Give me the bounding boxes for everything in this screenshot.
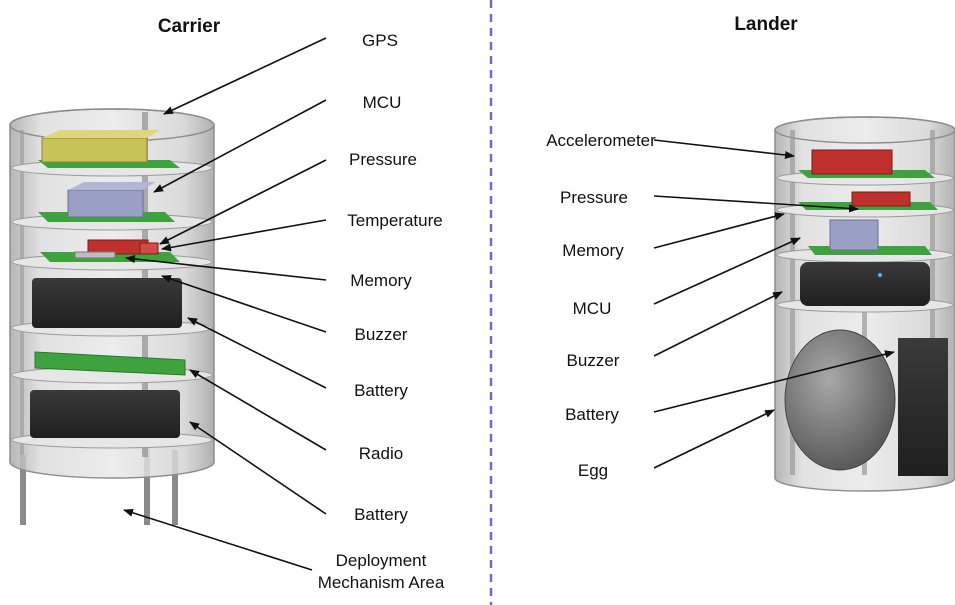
carrier-mcu-module bbox=[67, 189, 144, 218]
arrow-memory bbox=[125, 255, 327, 281]
arrow-radio bbox=[189, 369, 327, 451]
lander-label-pressure: Pressure bbox=[560, 188, 628, 207]
arrow-pressure bbox=[159, 159, 327, 245]
carrier-battery bbox=[32, 278, 182, 328]
carrier-label-mcu: MCU bbox=[363, 93, 402, 112]
lander-battery bbox=[898, 338, 948, 476]
carrier-gps-module-top bbox=[42, 130, 160, 138]
lander-label-memory: Memory bbox=[562, 241, 624, 260]
arrow-buzzer bbox=[161, 275, 327, 333]
arrow-egg bbox=[653, 409, 775, 469]
carrier-label-temperature: Temperature bbox=[347, 211, 442, 230]
lander-accelerometer-sensor bbox=[811, 149, 893, 175]
arrow-accelerometer bbox=[653, 139, 795, 159]
lander-model bbox=[774, 116, 955, 492]
carrier-label-pressure: Pressure bbox=[349, 150, 417, 169]
arrow-temperature bbox=[161, 219, 327, 252]
lander-pressure-sensor bbox=[851, 191, 911, 207]
lander-label-accelerometer: Accelerometer bbox=[546, 131, 656, 150]
carrier-label-deployment-line1: Deployment bbox=[336, 551, 427, 570]
lander-tube-rim bbox=[774, 116, 955, 144]
arrow-lander-pressure bbox=[653, 195, 859, 213]
arrow-lander-buzzer bbox=[653, 291, 783, 357]
lander-egg bbox=[784, 329, 896, 471]
arrow-battery-2 bbox=[189, 421, 327, 515]
arrow-lander-memory bbox=[653, 212, 785, 249]
lander-label-battery: Battery bbox=[565, 405, 619, 424]
arrow-deployment bbox=[123, 508, 313, 571]
carrier-temperature-sensor bbox=[139, 242, 159, 255]
lander-buzzer-led bbox=[878, 273, 882, 277]
carrier-radio-board bbox=[34, 351, 186, 376]
carrier-model bbox=[9, 108, 215, 525]
lander-label-buzzer: Buzzer bbox=[567, 351, 620, 370]
carrier-title: Carrier bbox=[158, 16, 221, 37]
carrier-label-buzzer: Buzzer bbox=[355, 325, 408, 344]
arrow-lander-battery bbox=[653, 350, 895, 413]
carrier-label-deployment-line2: Mechanism Area bbox=[318, 573, 445, 592]
carrier-label-gps: GPS bbox=[362, 31, 398, 50]
carrier-mcu-module-top bbox=[68, 182, 155, 190]
arrow-gps bbox=[163, 37, 327, 115]
lander-buzzer bbox=[800, 262, 930, 306]
lander-label-mcu: MCU bbox=[573, 299, 612, 318]
carrier-memory-chip bbox=[74, 251, 116, 259]
carrier-leg bbox=[172, 450, 178, 525]
carrier-leg bbox=[20, 455, 26, 525]
carrier-gps-module bbox=[41, 137, 148, 163]
lander-mcu-module bbox=[829, 219, 879, 251]
lander-title: Lander bbox=[734, 14, 798, 35]
arrow-battery-1 bbox=[187, 317, 327, 389]
carrier-rod bbox=[20, 130, 24, 455]
carrier-label-memory: Memory bbox=[350, 271, 412, 290]
arrow-mcu bbox=[153, 99, 327, 193]
lander-label-egg: Egg bbox=[578, 461, 608, 480]
carrier-leg bbox=[144, 440, 150, 525]
carrier-label-radio: Radio bbox=[359, 444, 403, 463]
carrier-battery bbox=[30, 390, 180, 438]
carrier-label-battery-2: Battery bbox=[354, 505, 408, 524]
carrier-label-battery-1: Battery bbox=[354, 381, 408, 400]
arrow-lander-mcu bbox=[653, 237, 801, 305]
